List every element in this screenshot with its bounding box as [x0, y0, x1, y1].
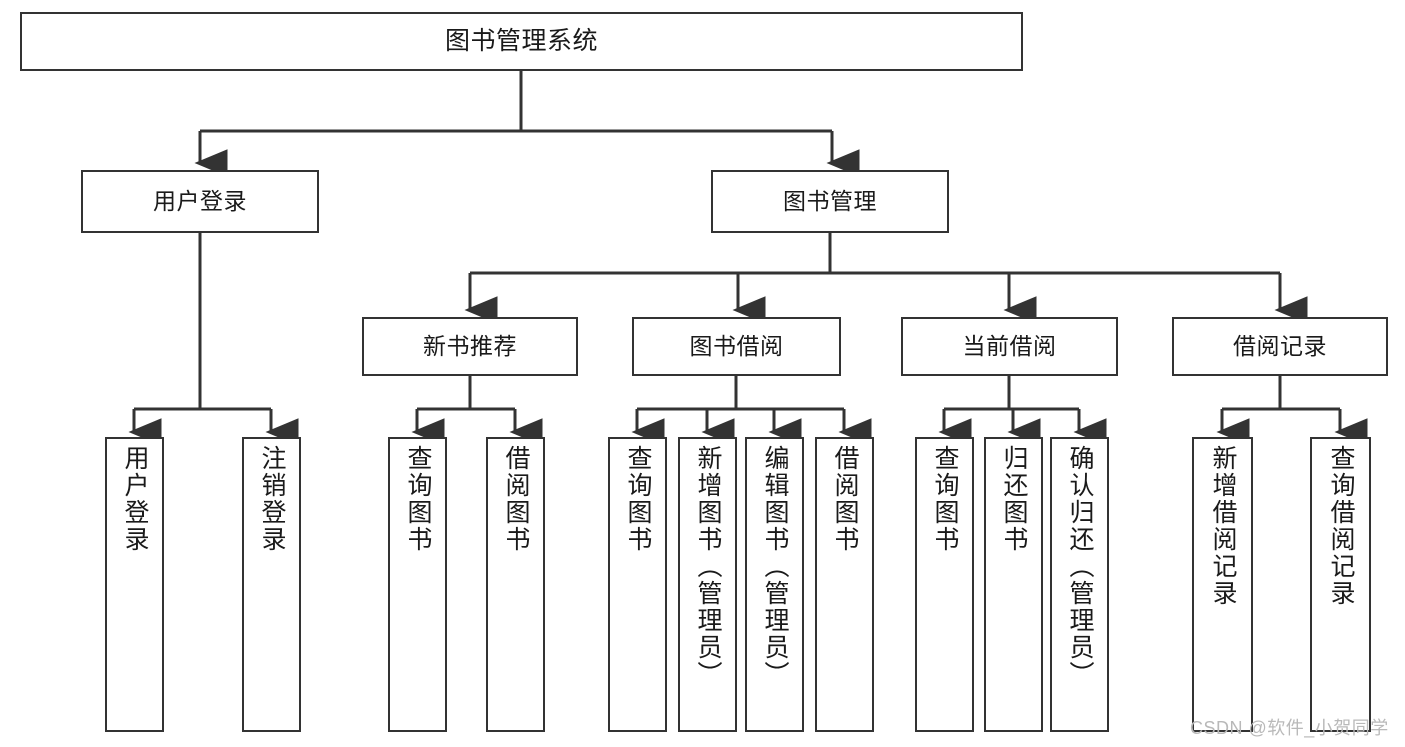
node-leaf-add-record-label: 新增借阅记录 — [1209, 445, 1237, 607]
node-leaf-confirm-return[interactable]: 确认归还（管理员） — [1050, 437, 1109, 732]
node-borrow-record-label: 借阅记录 — [1233, 333, 1327, 360]
node-root-label: 图书管理系统 — [444, 27, 598, 55]
node-leaf-return-book-label: 归还图书 — [1000, 445, 1028, 553]
node-current-borrow-label: 当前借阅 — [962, 333, 1057, 360]
node-leaf-query-book-1-label: 查询图书 — [404, 445, 432, 553]
node-leaf-return-book[interactable]: 归还图书 — [984, 437, 1043, 732]
node-leaf-query-book-3[interactable]: 查询图书 — [915, 437, 974, 732]
node-book-manage-label: 图书管理 — [783, 188, 877, 215]
node-leaf-borrow-book-1[interactable]: 借阅图书 — [486, 437, 545, 732]
node-user-login-label: 用户登录 — [153, 188, 247, 215]
node-leaf-logout-label: 注销登录 — [258, 445, 286, 553]
node-new-book-rec-label: 新书推荐 — [423, 333, 517, 360]
node-leaf-query-record[interactable]: 查询借阅记录 — [1310, 437, 1371, 732]
node-leaf-query-book-2-label: 查询图书 — [624, 445, 652, 553]
node-leaf-borrow-book-2-label: 借阅图书 — [831, 445, 859, 553]
node-book-borrow-label: 图书借阅 — [689, 333, 784, 360]
node-leaf-logout[interactable]: 注销登录 — [242, 437, 301, 732]
node-leaf-add-book[interactable]: 新增图书（管理员） — [678, 437, 737, 732]
node-leaf-add-book-label: 新增图书（管理员） — [694, 445, 722, 688]
node-leaf-query-book-1[interactable]: 查询图书 — [388, 437, 447, 732]
node-leaf-edit-book-label: 编辑图书（管理员） — [761, 445, 789, 688]
node-book-manage[interactable]: 图书管理 — [711, 170, 949, 233]
node-leaf-user-login[interactable]: 用户登录 — [105, 437, 164, 732]
node-current-borrow[interactable]: 当前借阅 — [901, 317, 1118, 376]
node-leaf-query-book-2[interactable]: 查询图书 — [608, 437, 667, 732]
node-leaf-confirm-return-label: 确认归还（管理员） — [1066, 445, 1094, 688]
node-leaf-query-record-label: 查询借阅记录 — [1327, 445, 1355, 607]
node-leaf-query-book-3-label: 查询图书 — [931, 445, 959, 553]
node-leaf-add-record[interactable]: 新增借阅记录 — [1192, 437, 1253, 732]
node-user-login[interactable]: 用户登录 — [81, 170, 319, 233]
node-new-book-rec[interactable]: 新书推荐 — [362, 317, 578, 376]
node-leaf-borrow-book-2[interactable]: 借阅图书 — [815, 437, 874, 732]
node-book-borrow[interactable]: 图书借阅 — [632, 317, 841, 376]
node-leaf-borrow-book-1-label: 借阅图书 — [502, 445, 530, 553]
csdn-watermark: CSDN @软件_小贺同学 — [1190, 718, 1389, 738]
node-leaf-user-login-label: 用户登录 — [121, 445, 149, 553]
node-borrow-record[interactable]: 借阅记录 — [1172, 317, 1388, 376]
node-leaf-edit-book[interactable]: 编辑图书（管理员） — [745, 437, 804, 732]
node-root[interactable]: 图书管理系统 — [20, 12, 1023, 71]
